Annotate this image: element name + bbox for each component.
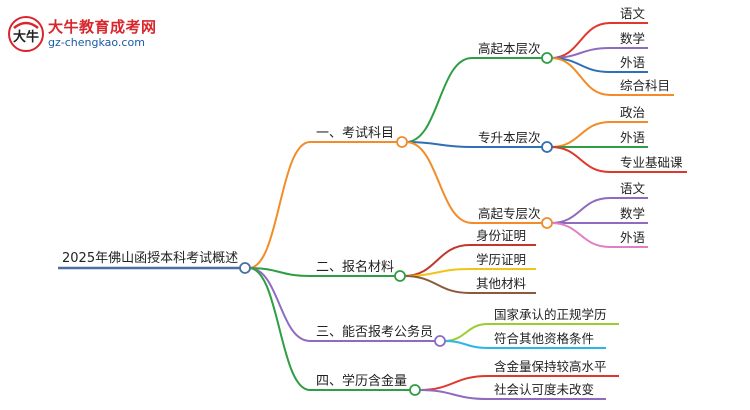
leaf-node-b2-2[interactable]: 学历证明 xyxy=(476,252,526,267)
leaf-node-3-2[interactable]: 数学 xyxy=(620,206,645,221)
edge-branch3-leaf1 xyxy=(443,323,489,342)
logo-url: gz-chengkao.com xyxy=(48,36,145,49)
branch-handle-2[interactable] xyxy=(394,270,406,282)
branch-node-2[interactable]: 二、报名材料 xyxy=(316,259,394,275)
edge-branch1-sub2 xyxy=(405,141,473,148)
leaf-node-1-2[interactable]: 数学 xyxy=(620,31,645,46)
leaf-node-b2-3[interactable]: 其他材料 xyxy=(476,276,527,291)
edge-sub3-leaf1 xyxy=(550,197,611,224)
leaf-node-1-3[interactable]: 外语 xyxy=(620,55,645,70)
leaf-node-2-2[interactable]: 外语 xyxy=(620,130,645,145)
leaf-node-b2-1[interactable]: 身份证明 xyxy=(476,228,526,243)
branch-handle-3[interactable] xyxy=(434,335,446,347)
leaf-node-3-1[interactable]: 语文 xyxy=(620,181,646,196)
branch-node-1[interactable]: 一、考试科目 xyxy=(316,126,394,141)
mind-map-edges xyxy=(58,22,687,400)
branch-node-4[interactable]: 四、学历含金量 xyxy=(316,373,407,389)
edge-branch4-leaf1 xyxy=(418,375,489,391)
edge-root-branch-3 xyxy=(248,267,311,342)
branch-handle-4[interactable] xyxy=(409,384,421,396)
edge-branch3-leaf2 xyxy=(443,340,489,349)
sub-node-2[interactable]: 专升本层次 xyxy=(478,130,541,145)
sub-handle-1[interactable] xyxy=(541,52,553,64)
edge-sub2-leaf1 xyxy=(550,121,611,148)
sub-handle-2[interactable] xyxy=(541,141,553,153)
edge-root-branch-4 xyxy=(248,267,311,391)
leaf-node-2-1[interactable]: 政治 xyxy=(620,105,645,120)
edge-sub1-leaf4 xyxy=(550,57,611,96)
leaf-node-1-4[interactable]: 综合科目 xyxy=(620,78,670,93)
sub-node-3[interactable]: 高起专层次 xyxy=(478,206,541,221)
logo-mark-text: 大牛 xyxy=(13,29,39,45)
leaf-node-1-1[interactable]: 语文 xyxy=(620,6,646,21)
bull-logo-icon: 大牛 xyxy=(8,16,44,52)
logo-title: 大牛教育成考网 xyxy=(48,18,157,36)
edge-sub2-leaf3 xyxy=(550,146,611,173)
branch-handle-1[interactable] xyxy=(396,136,408,148)
edge-root-branch-1 xyxy=(248,141,311,269)
edge-branch1-sub1 xyxy=(405,57,473,143)
leaf-node-3-3[interactable]: 外语 xyxy=(620,230,645,245)
sub-node-1[interactable]: 高起本层次 xyxy=(478,41,541,56)
edge-branch2-leaf2 xyxy=(403,268,471,277)
leaf-node-2-3[interactable]: 专业基础课 xyxy=(620,155,683,170)
branch-node-3[interactable]: 三、能否报考公务员 xyxy=(316,324,433,340)
root-node[interactable]: 2025年佛山函授本科考试概述 xyxy=(62,251,238,266)
site-logo[interactable]: 大牛 大牛教育成考网 gz-chengkao.com xyxy=(6,14,166,54)
leaf-node-b4-2[interactable]: 社会认可度未改变 xyxy=(494,382,594,397)
root-node-handle[interactable] xyxy=(239,262,251,274)
edge-branch4-leaf2 xyxy=(418,389,489,400)
edge-sub3-leaf3 xyxy=(550,222,611,248)
leaf-node-b3-1[interactable]: 国家承认的正规学历 xyxy=(494,307,607,322)
mind-map-nodes: 2025年佛山函授本科考试概述一、考试科目高起本层次语文数学外语综合科目专升本层… xyxy=(62,6,683,397)
edge-root-branch-2 xyxy=(248,267,311,277)
leaf-node-b3-2[interactable]: 符合其他资格条件 xyxy=(494,331,594,346)
edge-branch2-leaf3 xyxy=(403,275,471,294)
leaf-node-b4-1[interactable]: 含金量保持较高水平 xyxy=(494,359,607,374)
edge-branch2-leaf1 xyxy=(403,244,471,277)
sub-handle-3[interactable] xyxy=(541,217,553,229)
edge-branch1-sub3 xyxy=(405,141,473,224)
